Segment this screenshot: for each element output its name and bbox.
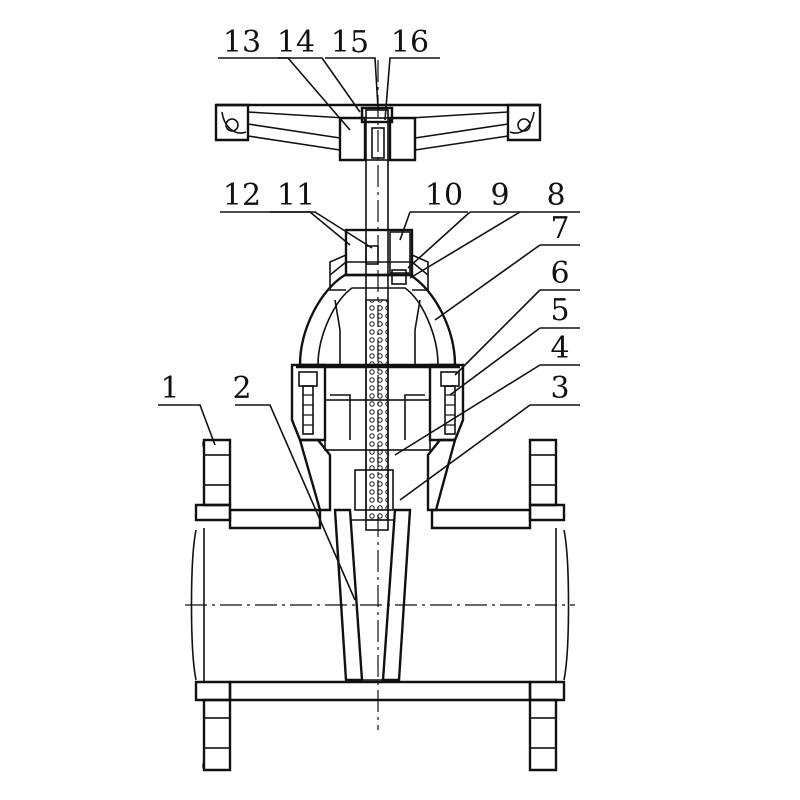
callout-7: 7 [550, 211, 569, 246]
callout-14: 14 [277, 25, 315, 60]
bonnet-bolt-right [440, 371, 460, 435]
callout-15: 15 [331, 25, 369, 60]
stem-thread [365, 299, 389, 521]
callout-10: 10 [425, 178, 463, 213]
callout-11: 11 [277, 178, 315, 213]
leader-lines [158, 57, 580, 601]
callout-8: 8 [546, 178, 565, 213]
callout-4: 4 [550, 331, 569, 366]
callout-12: 12 [223, 178, 261, 213]
left-flange [202, 438, 232, 507]
callout-6: 6 [550, 256, 569, 291]
centerlines [185, 60, 575, 730]
callout-16: 16 [391, 25, 429, 60]
valve-body [190, 438, 570, 772]
callout-13: 13 [223, 25, 261, 60]
stem [365, 109, 389, 531]
callout-labels: 1 2 3 4 5 6 7 8 9 10 11 12 13 14 15 16 [160, 25, 569, 406]
gland-assembly [329, 228, 429, 291]
callout-1: 1 [160, 371, 179, 406]
callout-5: 5 [550, 293, 569, 328]
bonnet-bolt-left [298, 371, 318, 435]
callout-2: 2 [232, 371, 251, 406]
callout-9: 9 [490, 178, 509, 213]
right-flange [528, 438, 558, 507]
callout-3: 3 [550, 371, 569, 406]
